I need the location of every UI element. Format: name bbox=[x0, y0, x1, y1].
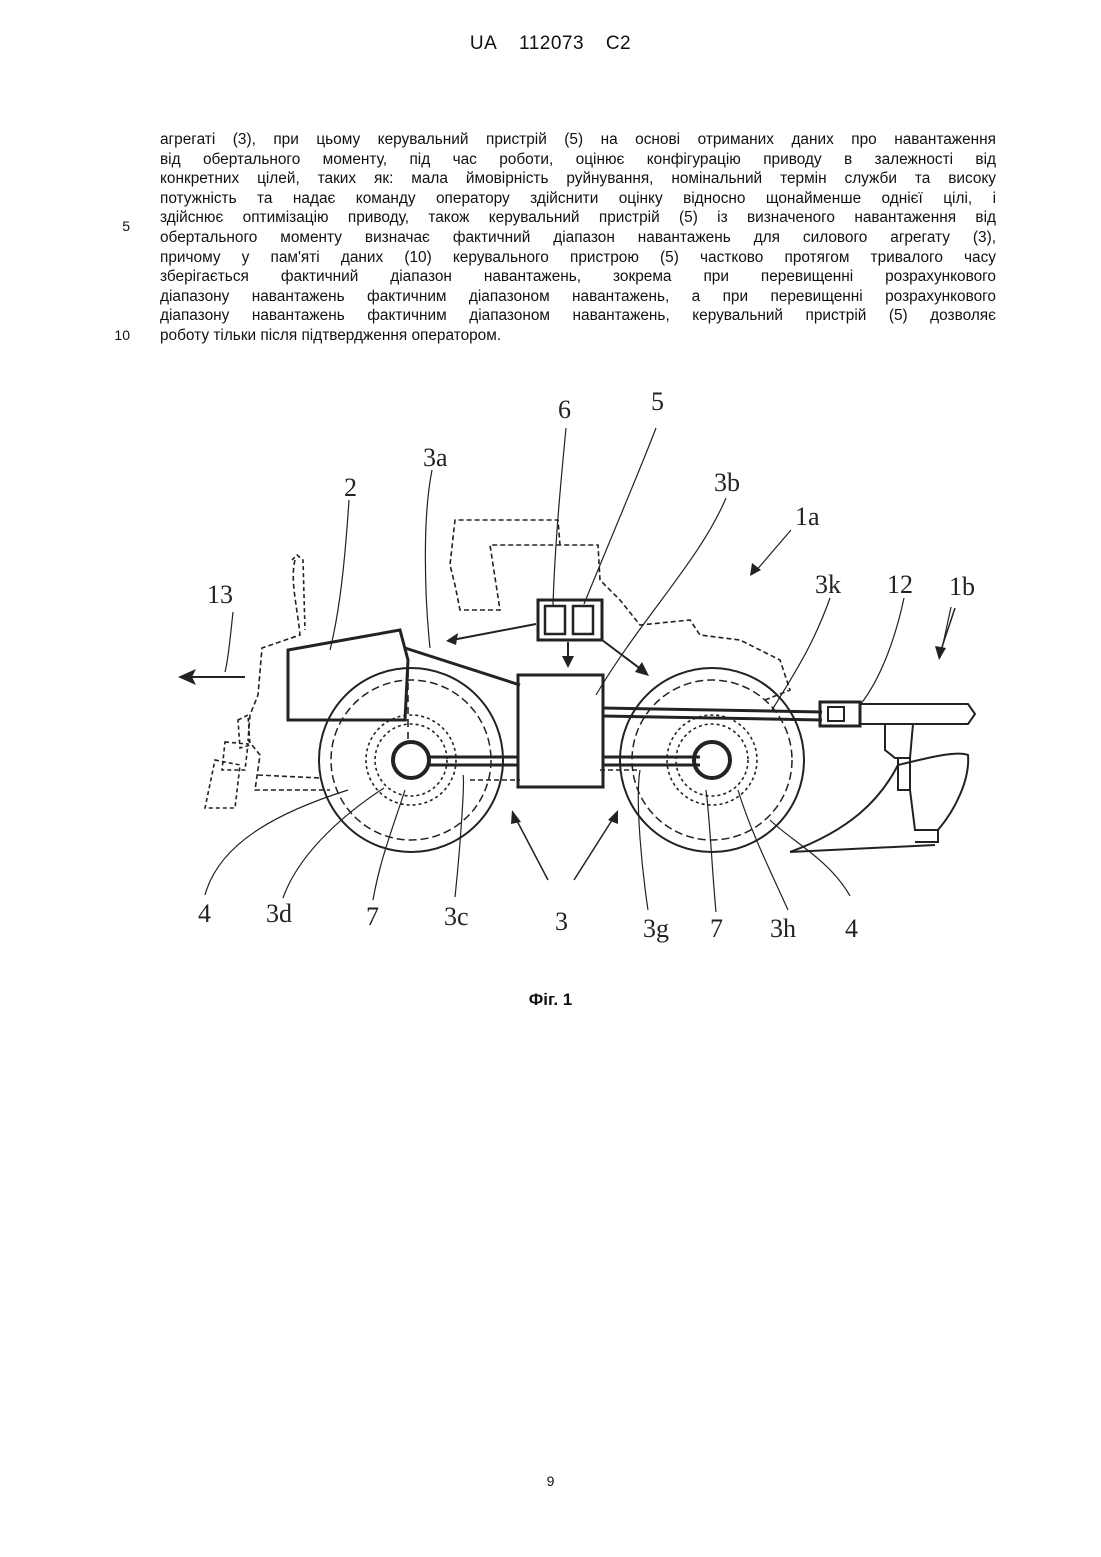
body-line: агрегаті (3), при цьому керувальний прис… bbox=[160, 130, 996, 150]
control-unit-module-6 bbox=[545, 606, 565, 634]
arrow-3-left bbox=[515, 817, 548, 880]
arrow-1b bbox=[941, 608, 955, 650]
control-unit-module-5 bbox=[573, 606, 593, 634]
label-5: 5 bbox=[651, 387, 664, 416]
plough-share bbox=[790, 754, 968, 852]
coupling-inner bbox=[828, 707, 844, 721]
label-3c: 3c bbox=[444, 902, 469, 931]
label-13: 13 bbox=[207, 580, 233, 609]
label-6: 6 bbox=[558, 395, 571, 424]
front-weights bbox=[205, 715, 250, 808]
label-7-right: 7 bbox=[710, 914, 723, 943]
arrow-3-right bbox=[574, 817, 614, 880]
label-12: 12 bbox=[887, 570, 913, 599]
label-3k: 3k bbox=[815, 570, 841, 599]
body-line: конкретних цілей, таких як: мала ймовірн… bbox=[160, 169, 996, 189]
signal-arrow-engine-head bbox=[446, 633, 458, 645]
label-1a: 1a bbox=[795, 502, 820, 531]
engine-block bbox=[288, 630, 408, 720]
figure-caption: Фіг. 1 bbox=[0, 990, 1101, 1010]
body-text: агрегаті (3), при цьому керувальний прис… bbox=[160, 130, 996, 346]
arrow-1a-head bbox=[750, 563, 761, 576]
patent-header: UA 112073 C2 bbox=[0, 33, 1101, 55]
body-line: здійснює оптимізацію приводу, також керу… bbox=[160, 208, 996, 228]
front-axle-shaft bbox=[428, 757, 518, 765]
figure-1-drawing: 6 5 3a 3b 2 1a 13 3k 12 1b 4 3d 7 3c 3 3… bbox=[160, 380, 1000, 960]
label-3: 3 bbox=[555, 907, 568, 936]
body-line: потужність та надає команду оператору зд… bbox=[160, 189, 996, 209]
label-4-right: 4 bbox=[845, 914, 858, 943]
body-line: діапазону навантажень фактичним діапазон… bbox=[160, 306, 996, 326]
body-line: діапазону навантажень фактичним діапазон… bbox=[160, 287, 996, 307]
label-3a: 3a bbox=[423, 443, 448, 472]
coupling bbox=[820, 702, 860, 726]
front-wheel bbox=[319, 668, 503, 852]
label-3g: 3g bbox=[643, 914, 669, 943]
transmission-box bbox=[518, 675, 603, 787]
plough-leg bbox=[885, 724, 938, 842]
patent-number: 112073 bbox=[519, 33, 584, 54]
drive-line bbox=[405, 648, 520, 685]
arrow-3-right-head bbox=[608, 810, 618, 824]
label-3b: 3b bbox=[714, 468, 740, 497]
arrow-3-left-head bbox=[511, 810, 521, 824]
label-1b: 1b bbox=[949, 572, 975, 601]
line-number-5: 5 bbox=[104, 218, 130, 234]
signal-arrow-transmission-head bbox=[562, 656, 574, 668]
plough-beam bbox=[860, 704, 975, 724]
body-line: роботу тільки після підтвердження операт… bbox=[160, 326, 996, 346]
patent-kind: C2 bbox=[606, 33, 631, 54]
label-3d: 3d bbox=[266, 899, 292, 928]
rear-axle-shaft bbox=[603, 757, 700, 765]
body-line: зберігається фактичний діапазон навантаж… bbox=[160, 267, 996, 287]
patent-country: UA bbox=[470, 33, 497, 54]
label-2: 2 bbox=[344, 473, 357, 502]
line-number-10: 10 bbox=[104, 327, 130, 343]
leader-lines bbox=[205, 428, 951, 912]
body-line: причому у пам'яті даних (10) керувальног… bbox=[160, 248, 996, 268]
label-7-left: 7 bbox=[366, 902, 379, 931]
body-line: від обертального моменту, під час роботи… bbox=[160, 150, 996, 170]
rear-wheel bbox=[620, 668, 804, 852]
body-line: обертального моменту визначає фактичний … bbox=[160, 228, 996, 248]
signal-arrow-rear-head bbox=[635, 662, 649, 676]
label-4-left: 4 bbox=[198, 899, 211, 928]
signal-arrow-engine bbox=[452, 624, 536, 640]
page-number: 9 bbox=[0, 1473, 1101, 1489]
label-3h: 3h bbox=[770, 914, 796, 943]
